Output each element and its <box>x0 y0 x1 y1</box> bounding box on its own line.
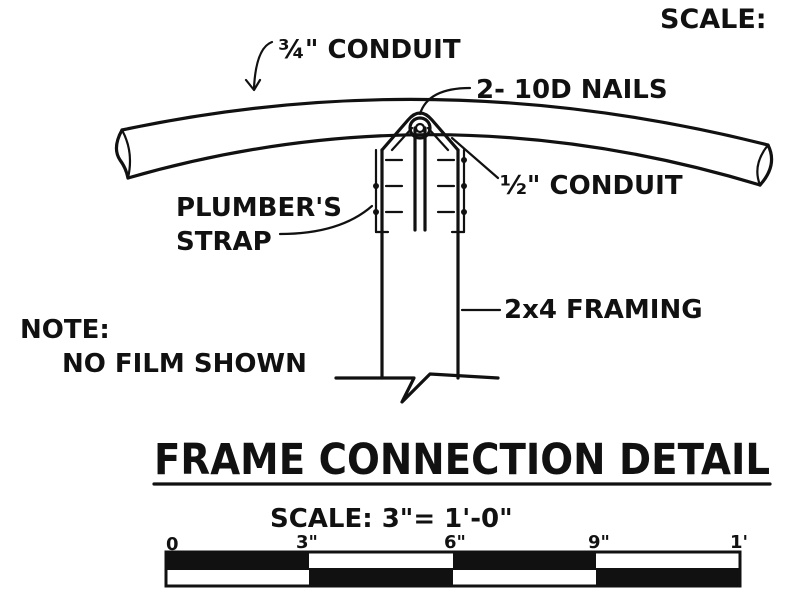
scale-tick-1ft: 1' <box>730 532 748 553</box>
half-inch-conduit-label: ½" CONDUIT <box>500 171 683 201</box>
scale-text: SCALE: 3"= 1'-0" <box>270 504 513 534</box>
leader-lines <box>244 40 502 312</box>
two-by-four-post <box>334 126 500 404</box>
note-body: NO FILM SHOWN <box>62 349 307 379</box>
scale-tick-0: 0 <box>166 534 179 555</box>
corner-scale-label: SCALE: <box>660 4 767 35</box>
half-inch-conduit-connection <box>380 111 460 152</box>
three-quarter-conduit-label: ¾" CONDUIT <box>278 35 461 65</box>
framing-label: 2x4 FRAMING <box>504 295 703 325</box>
plumbers-strap-label-line2: STRAP <box>176 227 272 257</box>
scale-tick-3in: 3" <box>296 532 318 553</box>
scale-tick-9in: 9" <box>588 532 610 553</box>
drawing-title: FRAME CONNECTION DETAIL <box>154 435 770 485</box>
plumbers-strap-label-line1: PLUMBER'S <box>176 193 342 223</box>
three-quarter-conduit-pipe <box>114 97 774 187</box>
graphic-scale-bar <box>164 550 742 588</box>
nails-label: 2- 10D NAILS <box>476 75 668 105</box>
scale-tick-6in: 6" <box>444 532 466 553</box>
note-title: NOTE: <box>20 315 110 345</box>
